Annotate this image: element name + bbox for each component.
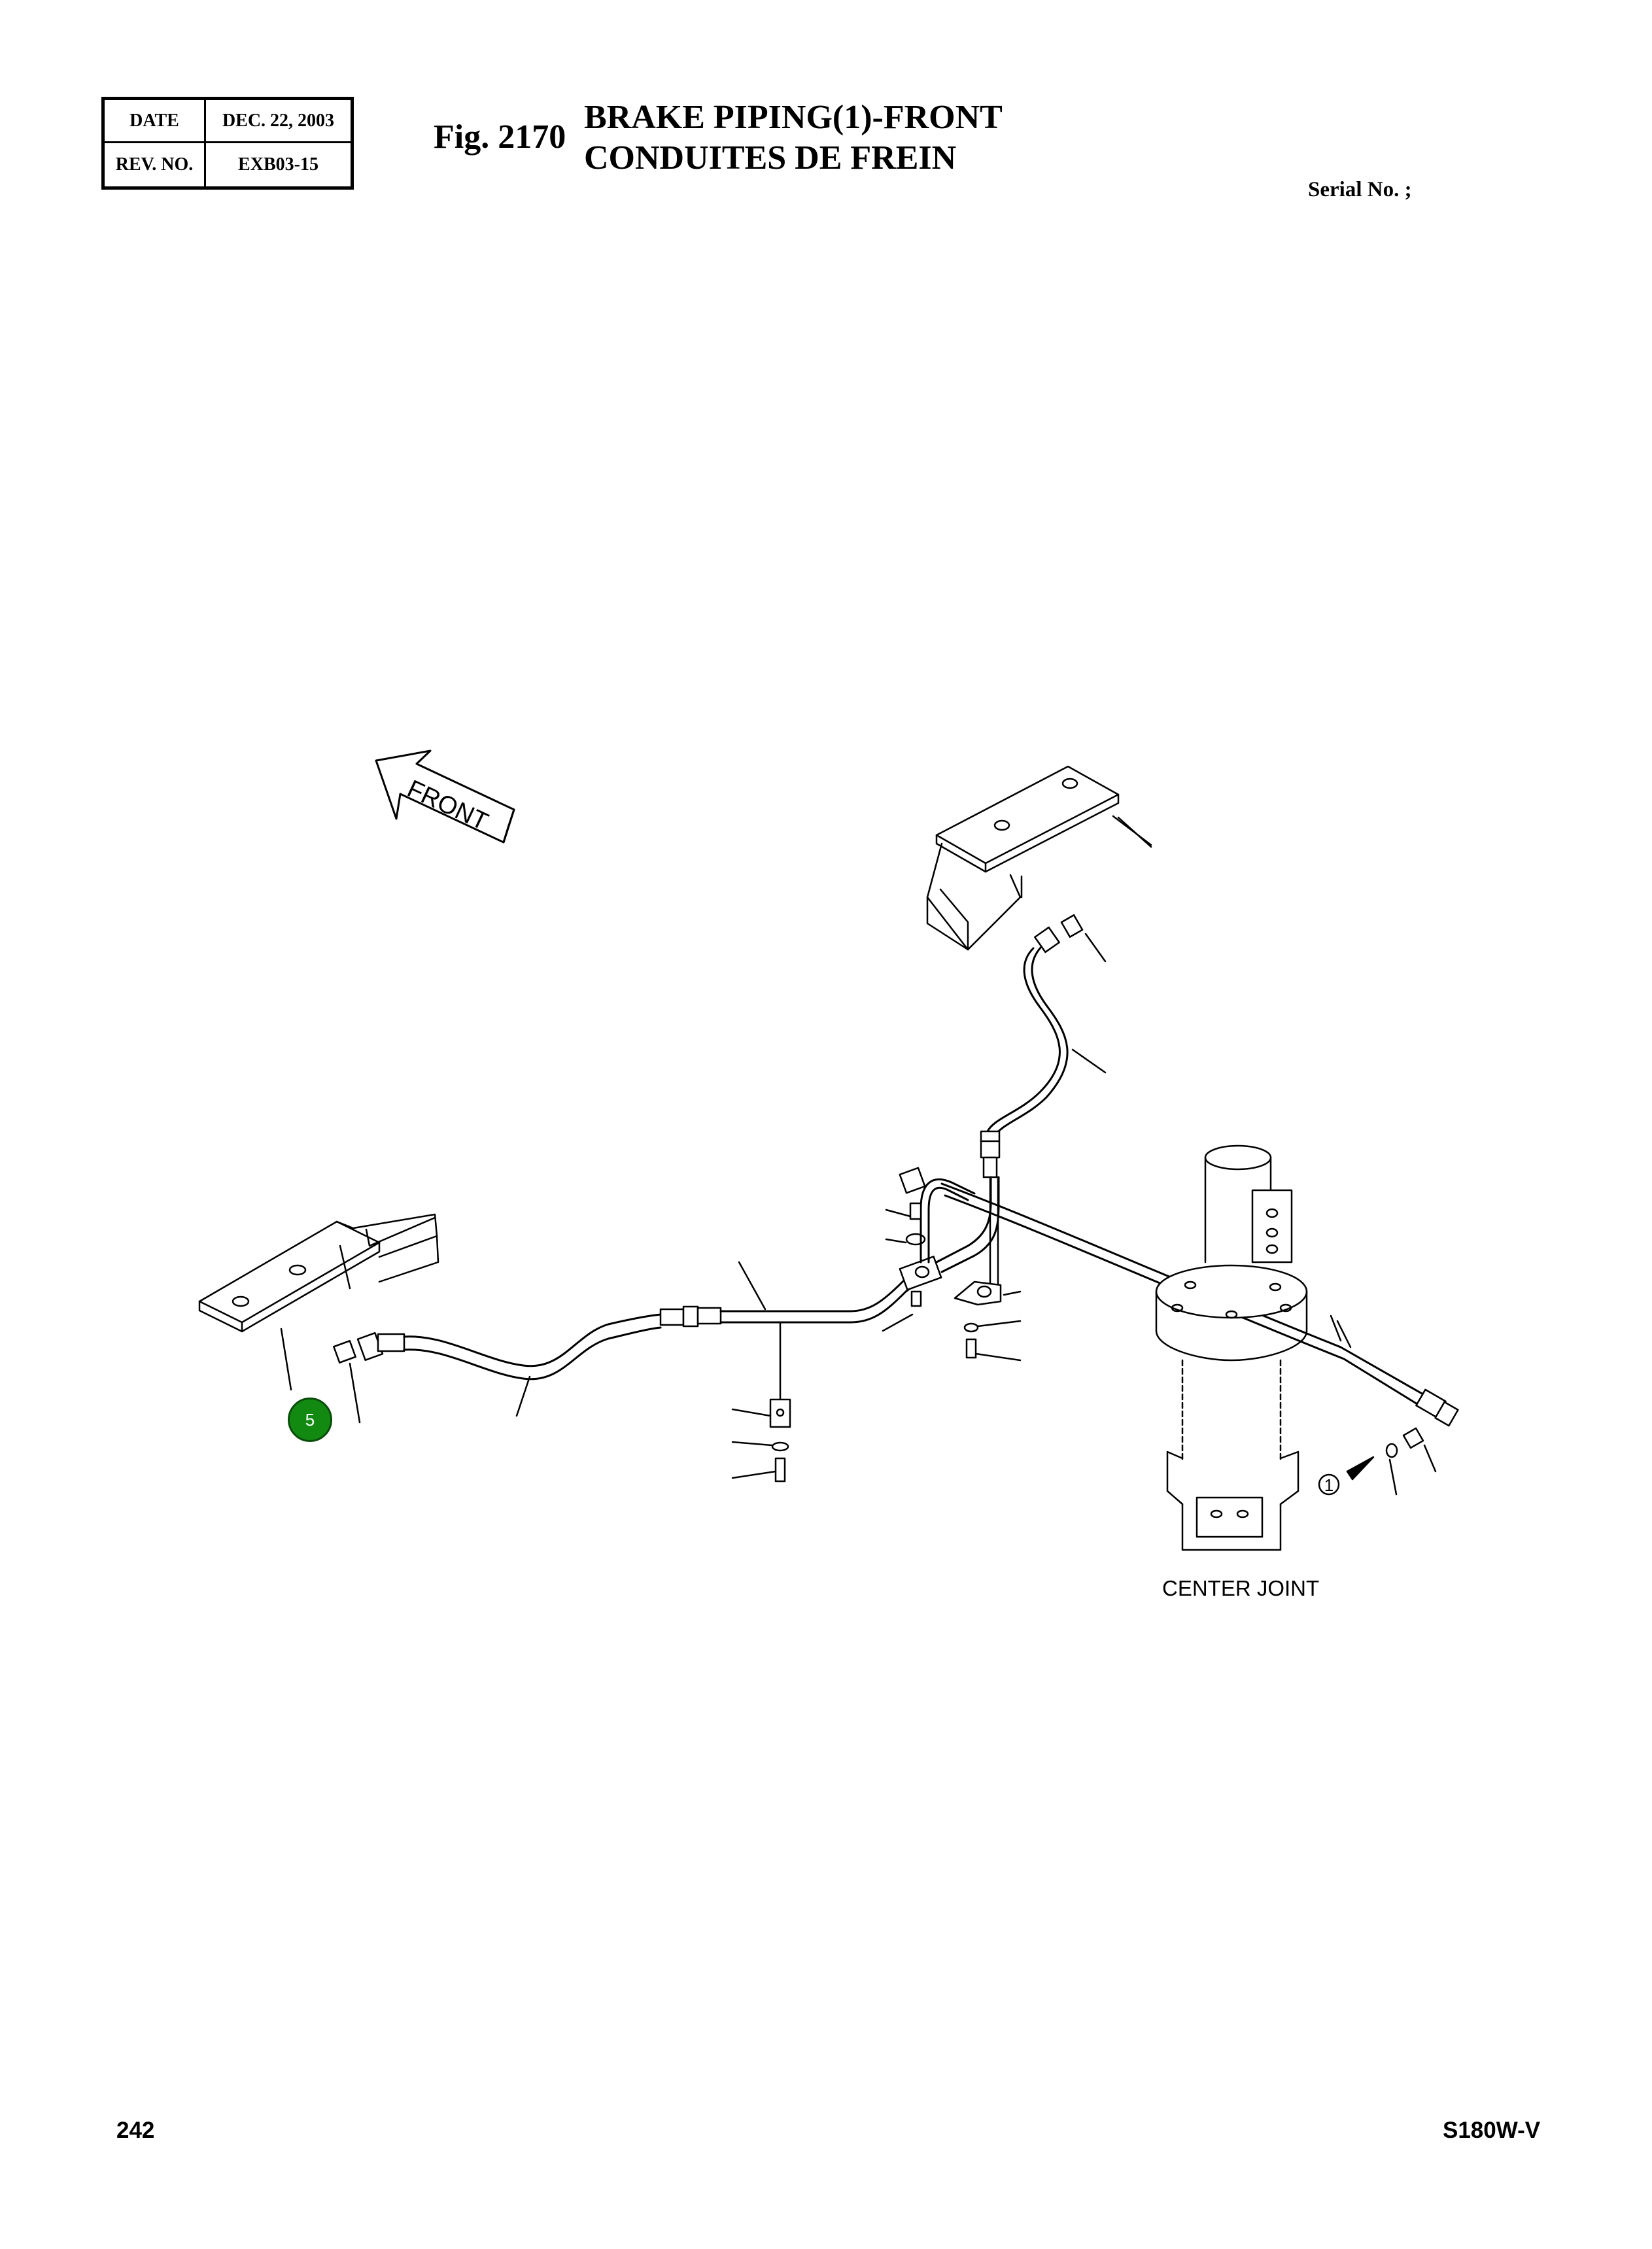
model-number: S180W-V (1443, 2118, 1541, 2143)
callout-item-5[interactable]: 5 (288, 1398, 332, 1442)
left-mounting-plate (198, 1213, 439, 1391)
date-label: DATE (105, 100, 206, 143)
upper-hose-assembly (980, 914, 1107, 1293)
center-joint-hose (940, 1182, 1459, 1427)
pipe-clamp (954, 1280, 1022, 1362)
revision-table: DATE DEC. 22, 2003 REV. NO. EXB03-15 (101, 97, 354, 190)
page-number: 242 (116, 2118, 155, 2143)
clip-bolt-stack (731, 1321, 791, 1483)
front-brake-hose (333, 1261, 933, 1424)
date-value: DEC. 22, 2003 (206, 100, 351, 143)
serial-number-label: Serial No. ; (1308, 178, 1412, 201)
center-joint-fitting: 1 (1318, 1427, 1437, 1496)
title-english: BRAKE PIPING(1)-FRONT (584, 99, 1003, 136)
tee-junction-block (882, 1167, 1000, 1332)
figure-number: Fig. 2170 (434, 118, 566, 156)
rev-label: REV. NO. (105, 143, 206, 186)
title-french: CONDUITES DE FREIN (584, 139, 957, 177)
front-direction-arrow: FRONT (375, 749, 515, 844)
center-joint-label: CENTER JOINT (1162, 1576, 1320, 1600)
rev-value: EXB03-15 (238, 154, 318, 175)
reference-marker-1: 1 (1324, 1475, 1334, 1495)
center-joint (1155, 1144, 1342, 1551)
upper-mounting-bracket (926, 765, 1152, 951)
